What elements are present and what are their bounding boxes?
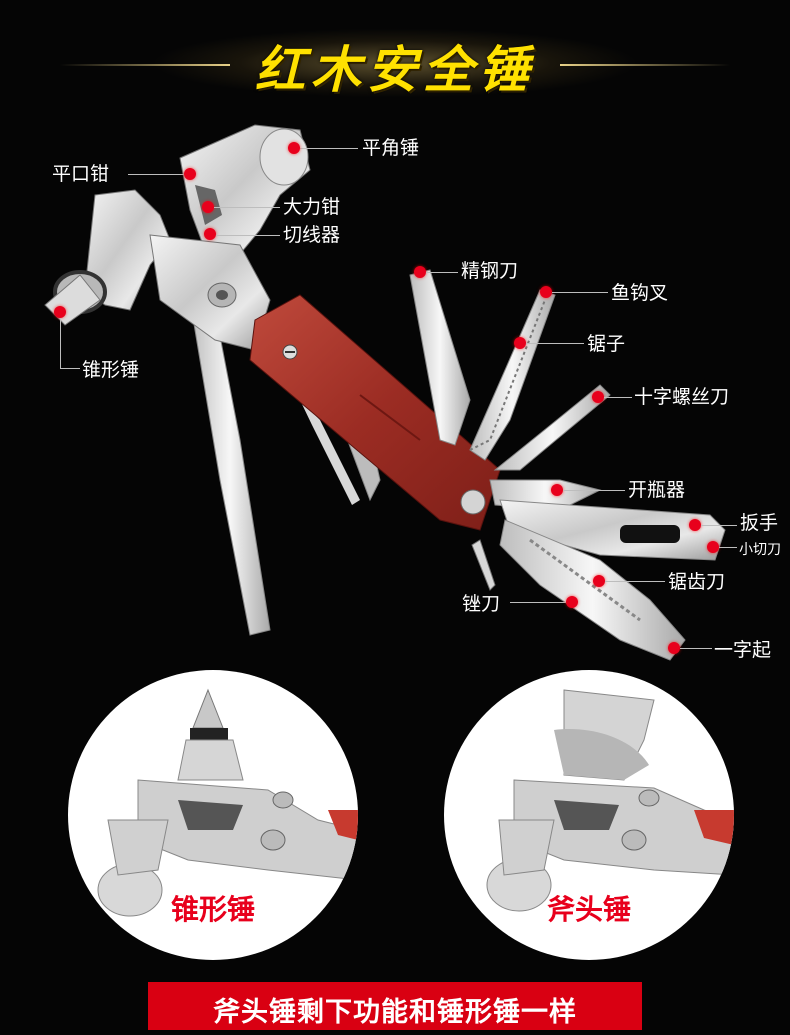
multi-tool-illustration xyxy=(44,124,726,661)
label-bottle-opener: 开瓶器 xyxy=(628,479,686,501)
leader-cone-hammer-v xyxy=(60,318,61,368)
leader-saw xyxy=(526,343,584,344)
label-file: 锉刀 xyxy=(462,593,501,615)
dot-bottle-opener xyxy=(551,484,563,496)
leader-cone-hammer-h xyxy=(60,368,80,369)
leader-phillips xyxy=(604,397,632,398)
dot-flathead xyxy=(668,642,680,654)
dot-wire-cutter xyxy=(204,228,216,240)
dot-file xyxy=(566,596,578,608)
caption-axe-hammer: 斧头锤 xyxy=(546,893,631,926)
leader-flat-hammer xyxy=(300,148,358,149)
label-phillips: 十字螺丝刀 xyxy=(634,386,730,408)
page-title: 红木安全锤 xyxy=(255,40,535,99)
dot-flat-hammer xyxy=(288,142,300,154)
dot-wrench xyxy=(689,519,701,531)
leader-small-knife xyxy=(719,547,737,548)
cone-hammer-closeup xyxy=(97,688,358,917)
dot-small-knife xyxy=(707,541,719,553)
label-flathead: 一字起 xyxy=(714,639,772,661)
dot-saw xyxy=(514,337,526,349)
label-saw: 锯子 xyxy=(587,333,626,355)
leader-flathead xyxy=(680,648,712,649)
dot-cone-hammer xyxy=(54,306,66,318)
leader-flat-pliers xyxy=(128,174,188,175)
dot-flat-pliers xyxy=(184,168,196,180)
dot-steel-knife xyxy=(414,266,426,278)
dot-serrated-knife xyxy=(593,575,605,587)
label-flat-pliers: 平口钳 xyxy=(52,163,110,185)
axe-hammer-closeup xyxy=(486,689,734,912)
detail-circle-axe-hammer: 斧头锤 xyxy=(444,670,734,960)
caption-cone-hammer: 锥形锤 xyxy=(170,893,255,926)
label-steel-knife: 精钢刀 xyxy=(461,260,519,282)
title-line-right xyxy=(560,64,730,66)
leader-bottle-opener xyxy=(563,490,625,491)
detail-circle-cone-hammer: 锥形锤 xyxy=(68,670,358,960)
leader-wire-cutter xyxy=(216,235,280,236)
label-power-pliers: 大力钳 xyxy=(283,196,341,218)
banner-text: 斧头锤剩下功能和锤形锤一样 xyxy=(213,997,577,1028)
label-flat-hammer: 平角锤 xyxy=(362,137,420,159)
label-wrench: 扳手 xyxy=(740,512,779,534)
label-cone-hammer: 锥形锤 xyxy=(82,359,140,381)
label-fish-hook: 鱼钩叉 xyxy=(611,282,669,304)
title-glow xyxy=(150,28,640,98)
label-wire-cutter: 切线器 xyxy=(283,224,341,246)
leader-serrated-knife xyxy=(605,581,665,582)
leader-power-pliers xyxy=(214,207,280,208)
label-small-knife: 小切刀 xyxy=(739,542,781,558)
leader-fish-hook xyxy=(552,292,608,293)
leader-file xyxy=(510,602,566,603)
dot-power-pliers xyxy=(202,201,214,213)
leader-steel-knife xyxy=(426,272,458,273)
dot-fish-hook xyxy=(540,286,552,298)
label-serrated-knife: 锯齿刀 xyxy=(668,571,726,593)
title-line-left xyxy=(60,64,230,66)
dot-phillips xyxy=(592,391,604,403)
leader-wrench xyxy=(701,525,737,526)
bottom-banner: 斧头锤剩下功能和锤形锤一样 xyxy=(148,982,642,1030)
